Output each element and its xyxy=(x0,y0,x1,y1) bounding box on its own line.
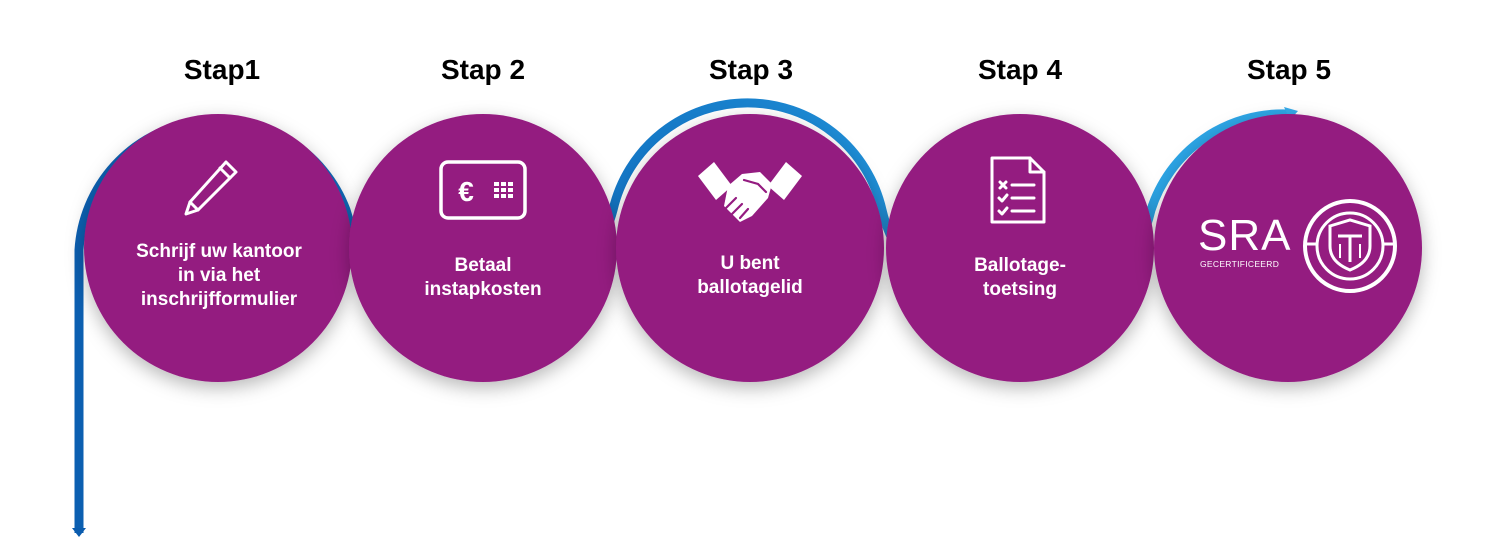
step-5-title: Stap 5 xyxy=(1246,54,1332,85)
sra-logo-subtitle: GECERTIFICEERD xyxy=(1200,259,1280,269)
step-2-circle xyxy=(349,114,617,382)
path-end-tip xyxy=(1284,107,1298,120)
euro-card-icon: € xyxy=(439,160,527,220)
step-5-circle xyxy=(1154,114,1422,382)
pencil-icon xyxy=(184,160,238,216)
step-4-circle xyxy=(886,114,1154,382)
step-2-description: Betaal instapkosten xyxy=(368,254,598,302)
checklist-document-icon xyxy=(990,156,1046,224)
svg-text:€: € xyxy=(458,176,474,207)
path-arrow-tip xyxy=(72,528,86,537)
step-3-description-line: ballotagelid xyxy=(697,277,803,298)
step-4-description-line: toetsing xyxy=(983,279,1057,300)
step-3-circle xyxy=(616,114,884,382)
step-1-description-line: inschrijfformulier xyxy=(140,289,298,310)
step-3-description: U bent ballotagelid xyxy=(635,252,865,300)
step-2-description-line: instapkosten xyxy=(424,279,542,300)
step-4-description: Ballotage- toetsing xyxy=(905,254,1135,302)
step-3-description-line: U bent xyxy=(720,253,780,274)
step-1-description: Schrijf uw kantoor in via het inschrijff… xyxy=(104,240,334,312)
step-4-description-line: Ballotage- xyxy=(974,255,1066,276)
sra-logo-word: SRA xyxy=(1198,211,1292,260)
handshake-icon xyxy=(698,162,802,222)
step-1-circle xyxy=(84,114,352,382)
step-1-description-line: Schrijf uw kantoor xyxy=(136,241,302,262)
step-3-title: Stap 3 xyxy=(708,54,794,85)
step-1-description-line: in via het xyxy=(177,265,261,286)
step-4-title: Stap 4 xyxy=(977,54,1063,85)
step-2-description-line: Betaal xyxy=(454,255,512,276)
sra-seal-icon xyxy=(1303,199,1397,293)
step-1-title: Stap1 xyxy=(183,54,261,85)
step-2-title: Stap 2 xyxy=(440,54,526,85)
